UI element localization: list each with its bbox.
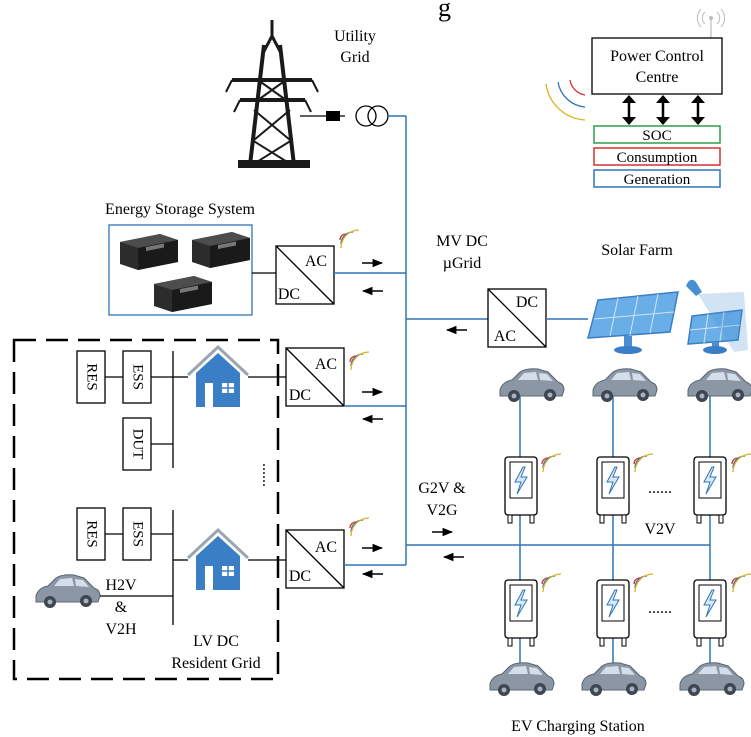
charger-icon <box>693 456 727 524</box>
soc-label: SOC <box>642 128 671 144</box>
house2-converter-ac: AC <box>315 539 337 556</box>
g2v-label-1: G2V & <box>418 480 466 497</box>
car-icon <box>499 368 565 403</box>
v2v-label: V2V <box>644 521 676 538</box>
res-box <box>76 350 106 404</box>
charger-icon <box>504 579 538 647</box>
ess-converter-dc: DC <box>278 286 300 303</box>
power-control-label-2: Centre <box>636 69 679 86</box>
wireless-signal-icon <box>541 453 562 473</box>
solar-farm-label: Solar Farm <box>601 242 673 259</box>
chargers-ellipsis-lower: ...... <box>648 600 672 617</box>
res-label: RES <box>84 520 100 548</box>
wireless-signal-icon <box>541 573 562 593</box>
antenna-icon <box>696 8 726 38</box>
transmission-tower-icon <box>225 20 319 168</box>
vertical-ellipsis: ...... <box>259 463 276 487</box>
charger-icon <box>693 579 727 647</box>
mv-dc-label-1: MV DC <box>436 233 488 250</box>
wireless-signal-icon <box>633 573 654 593</box>
chargers-ellipsis-upper: ...... <box>648 480 672 497</box>
control-signal-icon <box>545 79 586 121</box>
solar-converter-ac: AC <box>494 328 516 345</box>
ess-unit-label: ESS <box>130 364 146 390</box>
charger-icon <box>596 456 630 524</box>
res-label: RES <box>84 363 100 391</box>
utility-grid-label-2: Grid <box>340 49 369 66</box>
generation-box <box>593 169 721 188</box>
consumption-box <box>593 147 721 166</box>
solar-panel-icon <box>587 279 748 354</box>
lv-dc-resident-grid-boundary <box>12 338 280 681</box>
wireless-signal-icon <box>349 517 370 537</box>
charger-icon <box>596 579 630 647</box>
wireless-signal-icon <box>731 453 751 473</box>
ess-unit-box <box>122 350 152 404</box>
wireless-signal-icon <box>633 453 654 473</box>
wireless-signal-icon <box>349 351 370 371</box>
consumption-label: Consumption <box>617 150 698 166</box>
utility-grid-label-1: Utility <box>334 28 376 45</box>
dut-label: DUT <box>130 429 146 460</box>
power-control-centre-box <box>591 37 723 95</box>
car-icon <box>581 662 647 697</box>
house2-converter-dc: DC <box>289 568 311 585</box>
car-icon <box>489 662 555 697</box>
bidirectional-arrows-icon <box>622 95 705 125</box>
solar-converter-dc: DC <box>516 294 538 311</box>
ess-title: Energy Storage System <box>105 201 255 218</box>
dut-box <box>122 417 152 471</box>
h2v-label-1: H2V <box>105 577 137 594</box>
g2v-label-2: V2G <box>426 502 458 519</box>
soc-box <box>593 125 721 144</box>
lv-dc-label-2: Resident Grid <box>171 655 260 672</box>
mv-dc-label-2: µGrid <box>443 255 482 272</box>
house1-converter-dc: DC <box>289 387 311 404</box>
car-icon <box>687 368 751 403</box>
wireless-signal-icon <box>731 573 751 593</box>
house-icon <box>186 345 250 409</box>
transformer-icon <box>355 105 389 127</box>
ess-unit-label: ESS <box>130 521 146 547</box>
house-icon <box>186 528 250 592</box>
lv-dc-label-1: LV DC <box>193 633 239 650</box>
breaker-icon <box>326 111 340 121</box>
ev-charging-station-label: EV Charging Station <box>511 718 645 735</box>
ess-converter-ac: AC <box>305 253 327 270</box>
charger-icon <box>504 456 538 524</box>
h2v-label-2: & <box>115 599 128 616</box>
car-icon <box>679 662 745 697</box>
h2v-label-3: V2H <box>105 621 137 638</box>
wireless-signal-icon <box>339 229 360 249</box>
generation-label: Generation <box>624 172 691 188</box>
car-icon <box>592 368 658 403</box>
title-fragment: g <box>438 0 451 22</box>
power-control-label-1: Power Control <box>610 48 704 65</box>
house1-converter-ac: AC <box>315 356 337 373</box>
car-icon <box>35 574 101 609</box>
